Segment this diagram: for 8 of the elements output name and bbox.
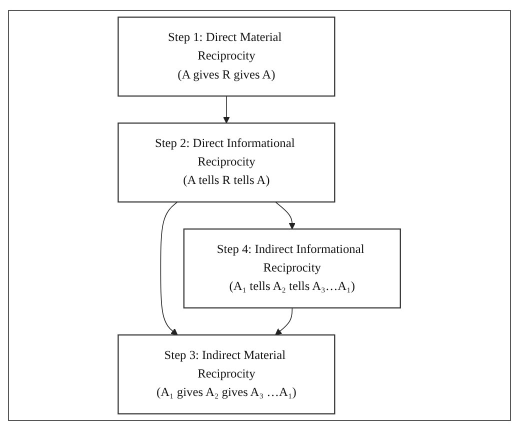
node-box: Step 4: Indirect Informational Reciprocity (A₁ tells A₂ tells A₃…A₁): [184, 228, 402, 308]
node-box: Step 1: Direct Material Reciprocity (A gives R gives A): [118, 16, 336, 97]
arrow: [275, 308, 293, 336]
arrow: [275, 202, 296, 230]
node-box: Step 3: Indirect Material Reciprocity (A₁ gives A₂ gives A₃ …A₁): [118, 334, 336, 414]
arrow: [223, 96, 230, 124]
arrow: [160, 202, 178, 336]
node-box: Step 2: Direct Informational Reciprocity (A tells R tells A): [118, 122, 336, 203]
